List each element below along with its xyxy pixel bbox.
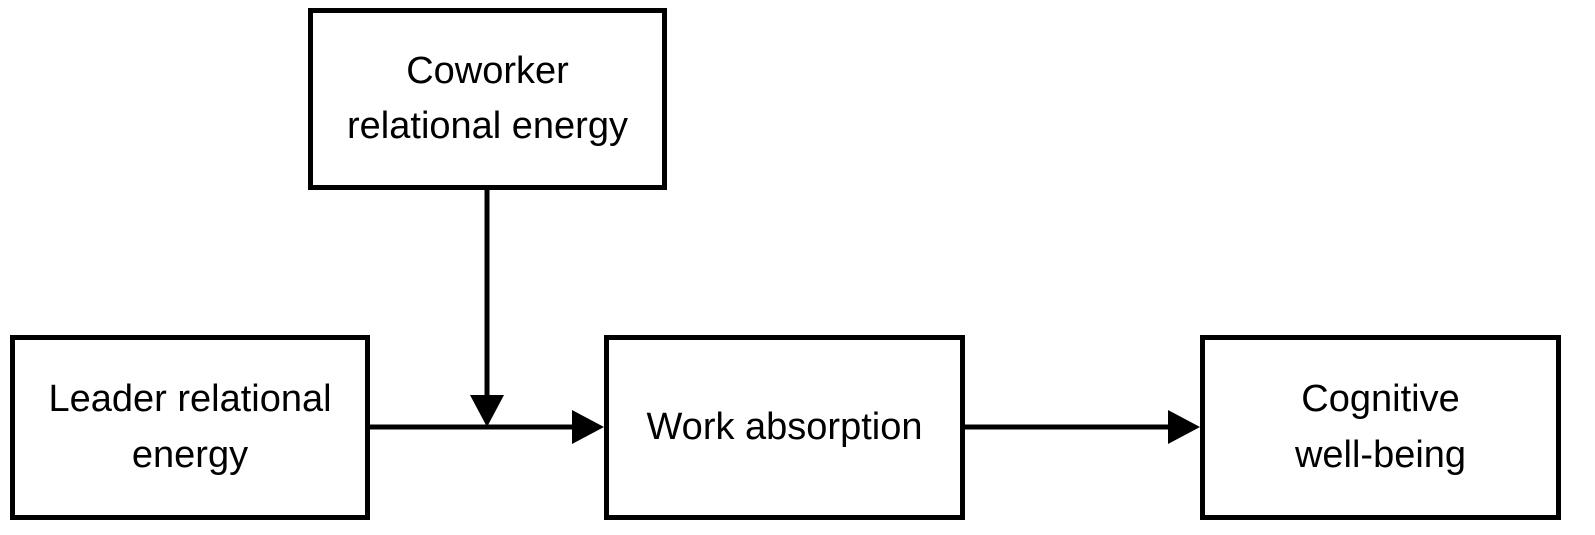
node-coworker-relational-energy: Coworker relational energy [308, 8, 667, 190]
arrowhead-work-to-cognitive [1168, 410, 1200, 444]
arrowhead-coworker-moderation [470, 395, 504, 427]
node-cognitive-label: Cognitive well-being [1294, 378, 1467, 476]
node-work-absorption: Work absorption [604, 335, 965, 520]
node-coworker-label: Coworker relational energy [347, 49, 628, 147]
node-work-label: Work absorption [646, 405, 923, 448]
node-leader-label: Leader relational energy [48, 378, 332, 476]
node-leader-relational-energy: Leader relational energy [10, 335, 370, 520]
node-cognitive-well-being: Cognitive well-being [1200, 335, 1561, 520]
arrowhead-leader-to-work [572, 410, 604, 444]
